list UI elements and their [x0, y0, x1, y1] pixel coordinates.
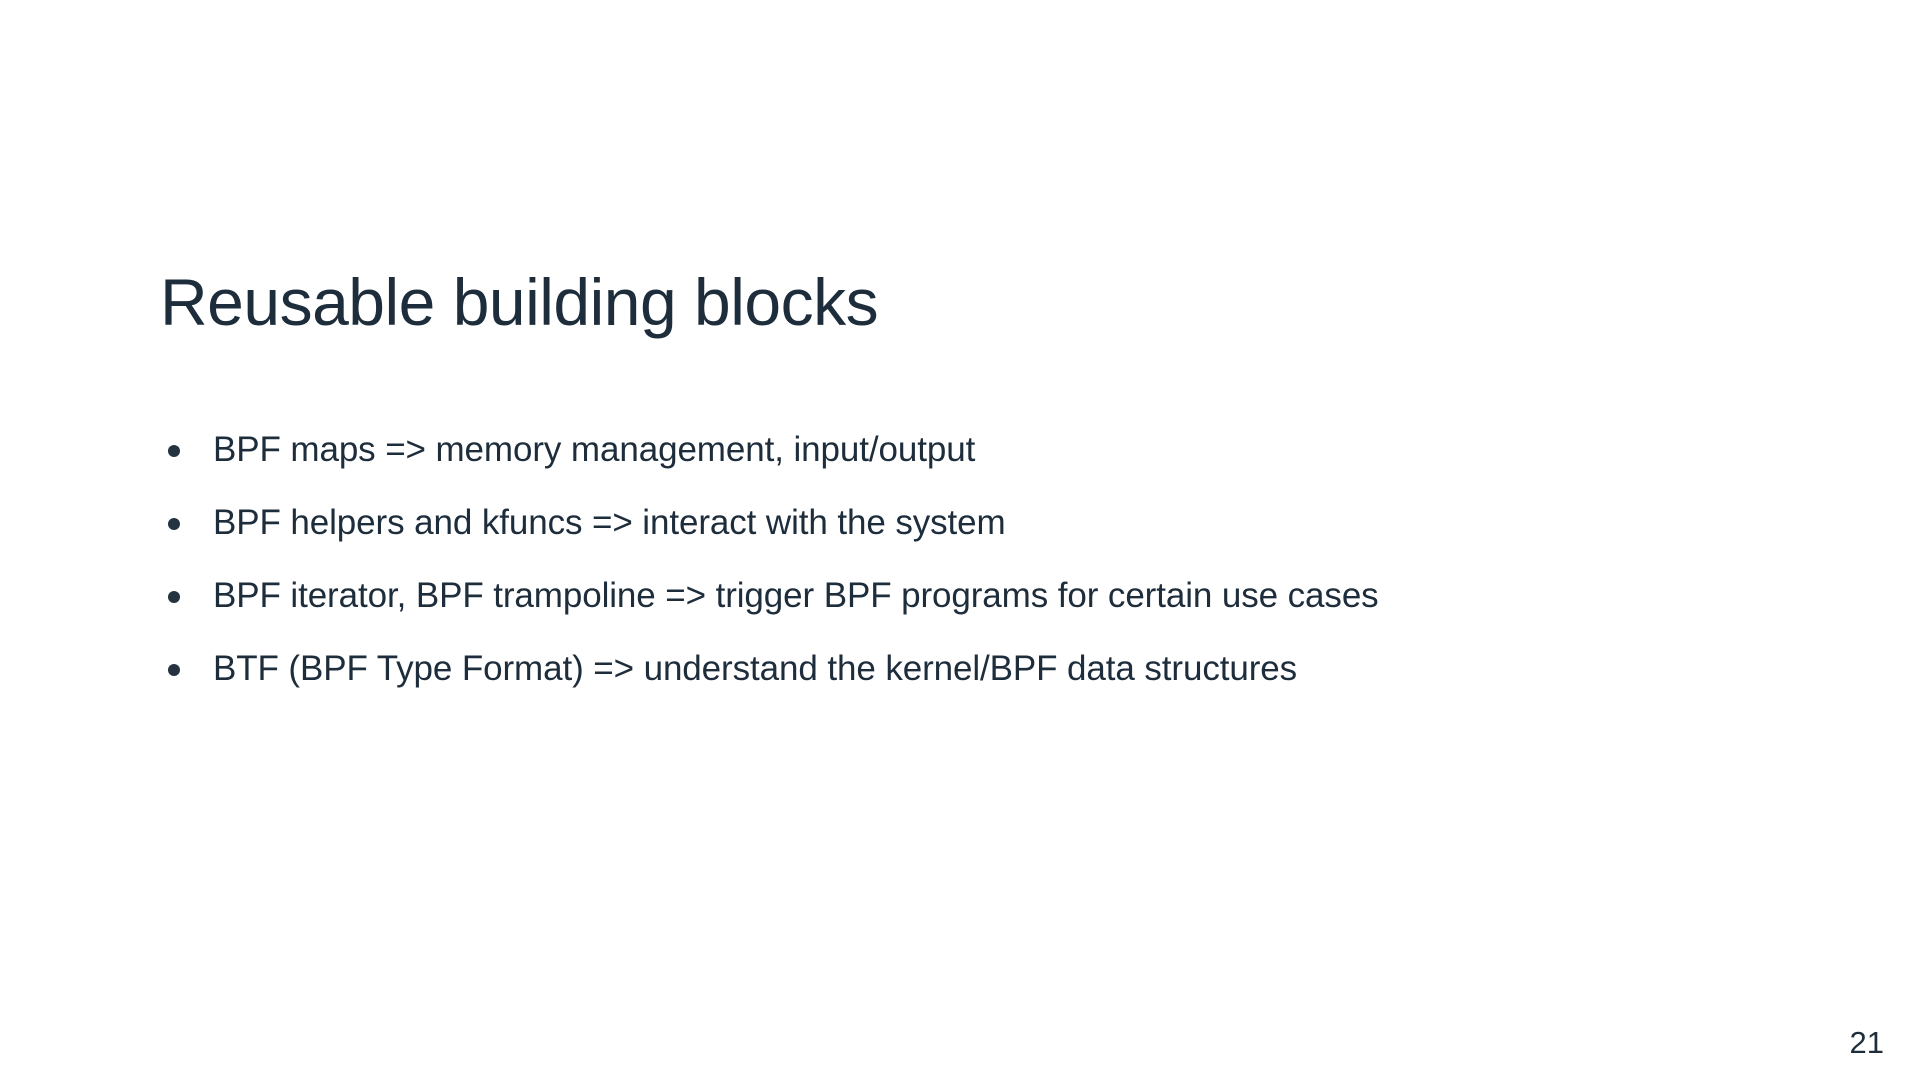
- bullet-dot-icon: [168, 591, 180, 603]
- list-item-label: BPF helpers and kfuncs => interact with …: [213, 503, 1006, 542]
- list-item: BTF (BPF Type Format) => understand the …: [160, 637, 1680, 701]
- list-item: BPF iterator, BPF trampoline => trigger …: [160, 564, 1680, 628]
- list-item: BPF maps => memory management, input/out…: [160, 418, 1680, 482]
- bullet-dot-icon: [168, 445, 180, 457]
- bullet-list: BPF maps => memory management, input/out…: [160, 418, 1680, 701]
- list-item-label: BPF iterator, BPF trampoline => trigger …: [213, 576, 1379, 615]
- bullet-dot-icon: [168, 664, 180, 676]
- list-item: BPF helpers and kfuncs => interact with …: [160, 491, 1680, 555]
- bullet-dot-icon: [168, 518, 180, 530]
- list-item-label: BTF (BPF Type Format) => understand the …: [213, 649, 1298, 688]
- page-title: Reusable building blocks: [160, 265, 879, 339]
- list-item-label: BPF maps => memory management, input/out…: [213, 430, 976, 469]
- page-number: 21: [1849, 1025, 1884, 1060]
